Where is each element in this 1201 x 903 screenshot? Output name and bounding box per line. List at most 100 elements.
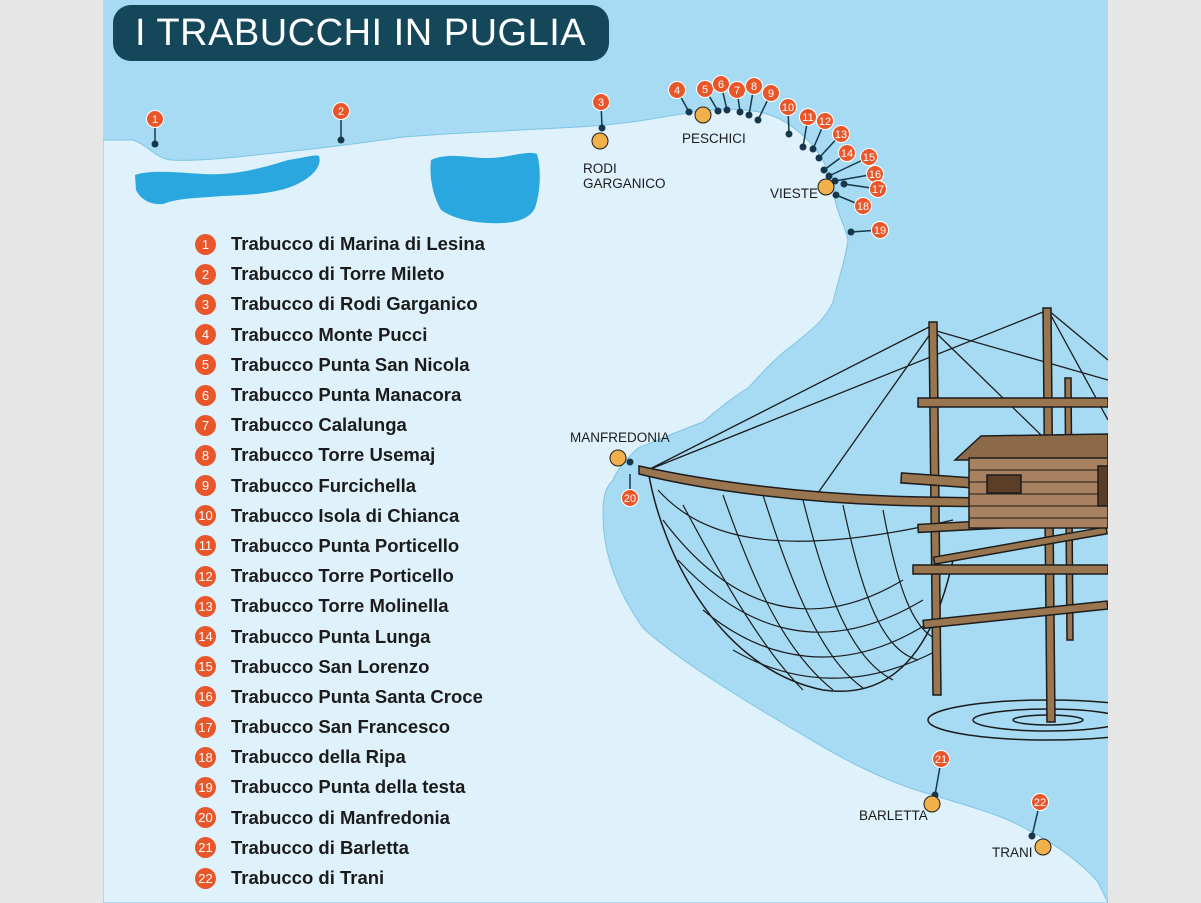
legend-label: Trabucco Monte Pucci bbox=[231, 323, 428, 345]
legend-label: Trabucco Torre Molinella bbox=[231, 595, 449, 617]
map-badge-number: 17 bbox=[872, 184, 884, 196]
legend-label: Trabucco Calalunga bbox=[231, 414, 407, 436]
map-badge: 18 bbox=[854, 197, 872, 215]
legend-label: Trabucco di Trani bbox=[231, 867, 385, 889]
city-label-peschici: PESCHICI bbox=[682, 131, 746, 146]
map-badge: 21 bbox=[932, 750, 950, 768]
legend-number-badge: 21 bbox=[195, 837, 216, 859]
map-badge-number: 9 bbox=[768, 88, 774, 100]
legend-number-badge: 8 bbox=[195, 444, 216, 466]
legend-number-badge: 7 bbox=[195, 414, 216, 436]
lesina-lake bbox=[135, 155, 320, 205]
legend-item: 7 Trabucco Calalunga bbox=[195, 410, 485, 440]
legend-label: Trabucco Punta della testa bbox=[231, 776, 466, 798]
rodi-garganico-marker bbox=[591, 132, 609, 150]
map-badge-number: 20 bbox=[624, 493, 636, 505]
map-badge-number: 12 bbox=[819, 116, 831, 128]
legend-number-badge: 20 bbox=[195, 807, 216, 829]
peschici-marker bbox=[694, 106, 712, 124]
legend-item: 20 Trabucco di Manfredonia bbox=[195, 803, 485, 833]
legend-label: Trabucco Punta Lunga bbox=[231, 625, 431, 647]
legend-number-badge: 10 bbox=[195, 505, 216, 527]
map-badge-number: 14 bbox=[841, 148, 853, 160]
map-badge: 22 bbox=[1031, 793, 1049, 811]
map-badge-number: 16 bbox=[869, 169, 881, 181]
legend-number-badge: 22 bbox=[195, 867, 216, 889]
city-markers bbox=[591, 106, 1052, 856]
map-badge-number: 11 bbox=[802, 112, 813, 124]
legend-item: 2 Trabucco di Torre Mileto bbox=[195, 259, 485, 289]
city-label-vieste: VIESTE bbox=[770, 186, 819, 201]
legend-label: Trabucco di Rodi Garganico bbox=[231, 293, 478, 315]
legend-number-badge: 11 bbox=[195, 535, 216, 557]
legend-number-badge: 2 bbox=[195, 263, 216, 285]
map-badge: 2 bbox=[332, 102, 350, 120]
legend-label: Trabucco Punta Porticello bbox=[231, 534, 460, 556]
legend-number-badge: 1 bbox=[195, 233, 216, 255]
map-badge-number: 6 bbox=[718, 79, 724, 91]
legend-label: Trabucco di Torre Mileto bbox=[231, 263, 445, 285]
legend-item: 4 Trabucco Monte Pucci bbox=[195, 320, 485, 350]
coast-dots bbox=[151, 106, 1036, 840]
legend-item: 17 Trabucco San Francesco bbox=[195, 712, 485, 742]
legend-item: 14 Trabucco Punta Lunga bbox=[195, 621, 485, 651]
map-badge: 15 bbox=[860, 148, 878, 166]
legend-label: Trabucco di Barletta bbox=[231, 836, 409, 858]
legend-number-badge: 13 bbox=[195, 595, 216, 617]
map-badge-number: 4 bbox=[674, 85, 680, 97]
legend-number-badge: 14 bbox=[195, 626, 216, 648]
legend-number-badge: 19 bbox=[195, 776, 216, 798]
map-badge-number: 15 bbox=[863, 152, 875, 164]
map-badge: 3 bbox=[592, 93, 610, 111]
map-badge: 12 bbox=[816, 112, 834, 130]
map-badge: 14 bbox=[838, 144, 856, 162]
legend-item: 11 Trabucco Punta Porticello bbox=[195, 531, 485, 561]
map-badge-number: 13 bbox=[835, 129, 847, 141]
city-label-barletta: BARLETTA bbox=[859, 808, 928, 823]
legend-label: Trabucco di Manfredonia bbox=[231, 806, 450, 828]
city-label-manfredonia: MANFREDONIA bbox=[570, 430, 670, 445]
legend-label: Trabucco San Francesco bbox=[231, 716, 451, 738]
map-badge-number: 1 bbox=[152, 114, 158, 126]
map-badge-number: 22 bbox=[1034, 797, 1046, 809]
map-badge: 8 bbox=[745, 77, 763, 95]
legend-label: Trabucco Torre Porticello bbox=[231, 565, 454, 587]
map-badge: 13 bbox=[832, 125, 850, 143]
city-label-trani: TRANI bbox=[992, 845, 1033, 860]
map-badge-number: 7 bbox=[734, 85, 740, 97]
city-label-rodi-line2: GARGANICO bbox=[583, 176, 666, 191]
legend-item: 21 Trabucco di Barletta bbox=[195, 833, 485, 863]
legend-number-badge: 17 bbox=[195, 716, 216, 738]
legend-label: Trabucco Furcichella bbox=[231, 474, 417, 496]
legend-label: Trabucco Torre Usemaj bbox=[231, 444, 436, 466]
legend-number-badge: 16 bbox=[195, 686, 216, 708]
legend-label: Trabucco della Ripa bbox=[231, 746, 406, 768]
city-label-rodi: RODI GARGANICO bbox=[583, 161, 666, 191]
legend-item: 13 Trabucco Torre Molinella bbox=[195, 591, 485, 621]
legend-number-badge: 5 bbox=[195, 354, 216, 376]
legend-number-badge: 18 bbox=[195, 746, 216, 768]
legend-number-badge: 4 bbox=[195, 324, 216, 346]
map-badge-number: 19 bbox=[874, 225, 886, 237]
trabucco-illustration bbox=[638, 307, 1108, 741]
map-badge: 19 bbox=[871, 221, 889, 239]
map-badge-number: 21 bbox=[935, 754, 947, 766]
legend-item: 19 Trabucco Punta della testa bbox=[195, 772, 485, 802]
map-badge: 4 bbox=[668, 81, 686, 99]
city-label-rodi-line1: RODI bbox=[583, 161, 617, 176]
legend-label: Trabucco Punta Manacora bbox=[231, 384, 462, 406]
map-badge: 17 bbox=[869, 180, 887, 198]
legend-item: 18 Trabucco della Ripa bbox=[195, 742, 485, 772]
